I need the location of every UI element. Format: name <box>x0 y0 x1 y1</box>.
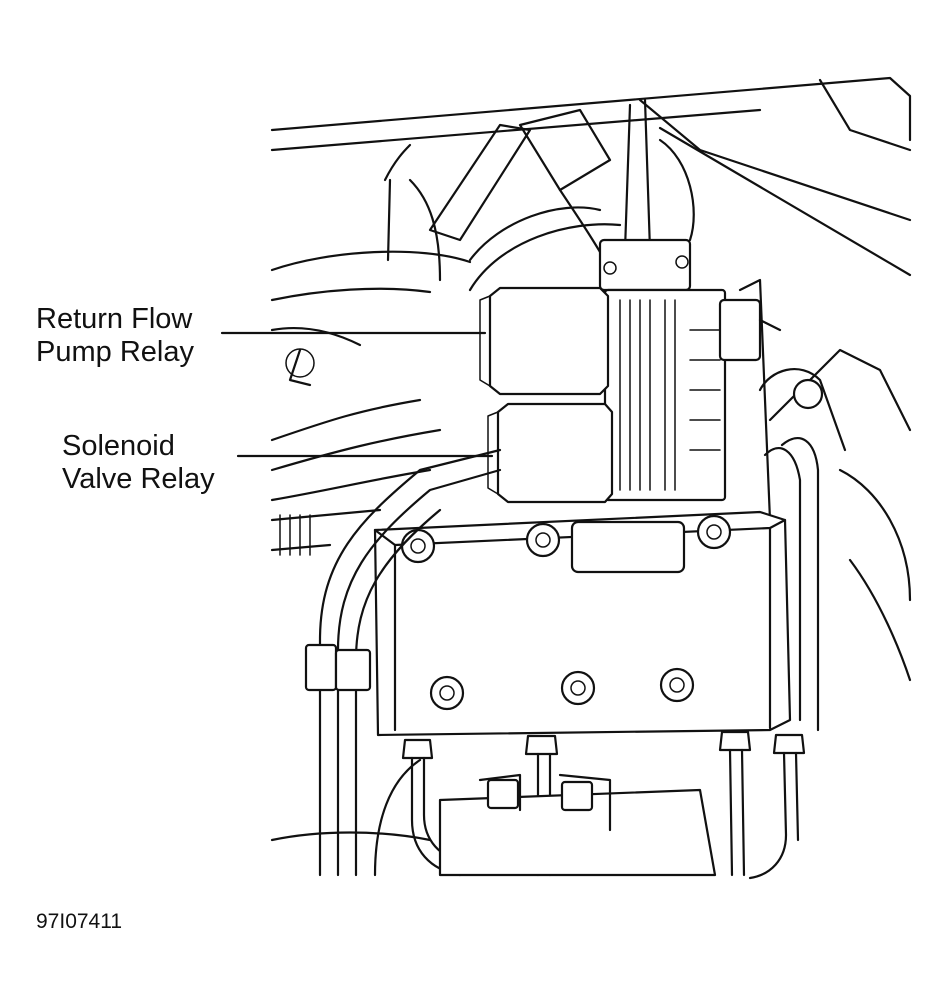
upper-panel <box>270 76 912 277</box>
return-flow-line-1: Return Flow <box>36 303 193 335</box>
pump-motor <box>270 758 717 877</box>
solenoid-line-2: Valve Relay <box>62 463 215 495</box>
top-hoses <box>428 98 695 292</box>
figure-id: 97I07411 <box>36 910 123 933</box>
return-flow-line-2: Pump Relay <box>36 336 194 368</box>
wiring-connector <box>598 238 782 522</box>
brake-lines-left <box>270 348 502 877</box>
callout-leaders <box>220 331 494 458</box>
return-flow-pump-relay <box>479 286 610 396</box>
hydraulic-modulator <box>373 510 792 737</box>
solenoid-valve-relay <box>487 402 614 504</box>
return-flow-label: Return Flow Pump Relay <box>36 303 194 369</box>
bolt-heads <box>400 514 732 711</box>
lower-fittings <box>401 730 806 880</box>
background-hoses <box>270 143 472 502</box>
brake-lines-right <box>758 348 912 732</box>
solenoid-line-1: Solenoid <box>62 430 175 462</box>
solenoid-label: Solenoid Valve Relay <box>62 430 215 496</box>
